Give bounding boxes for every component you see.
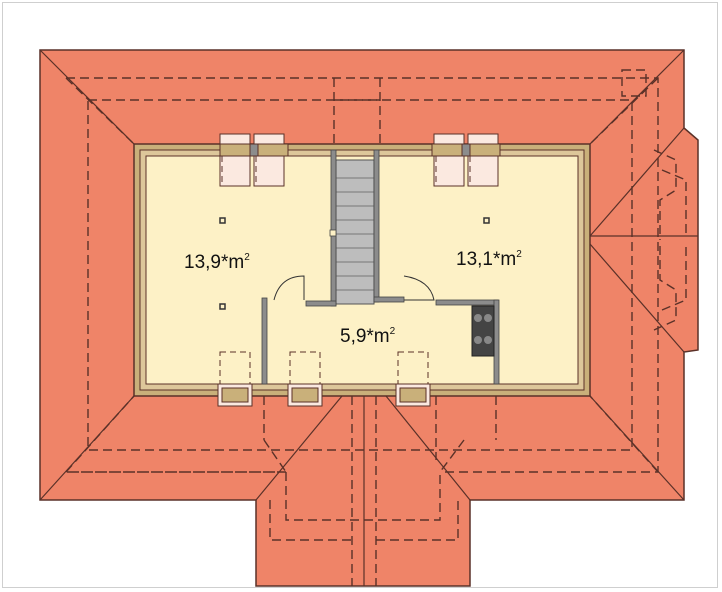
stove [471,305,495,357]
vent-markers [219,217,490,310]
interior-walls [261,149,500,385]
staircase [335,159,375,305]
area-label-right-room: 13,1*m2 [456,249,522,270]
area-label-left-room: 13,9*m2 [184,252,250,273]
roof-dashed-lines [65,69,687,586]
roof-windows-bottom [217,351,431,407]
roof-windows-top [219,133,501,187]
area-label-hall: 5,9*m2 [340,326,396,347]
door-swings [273,275,435,301]
